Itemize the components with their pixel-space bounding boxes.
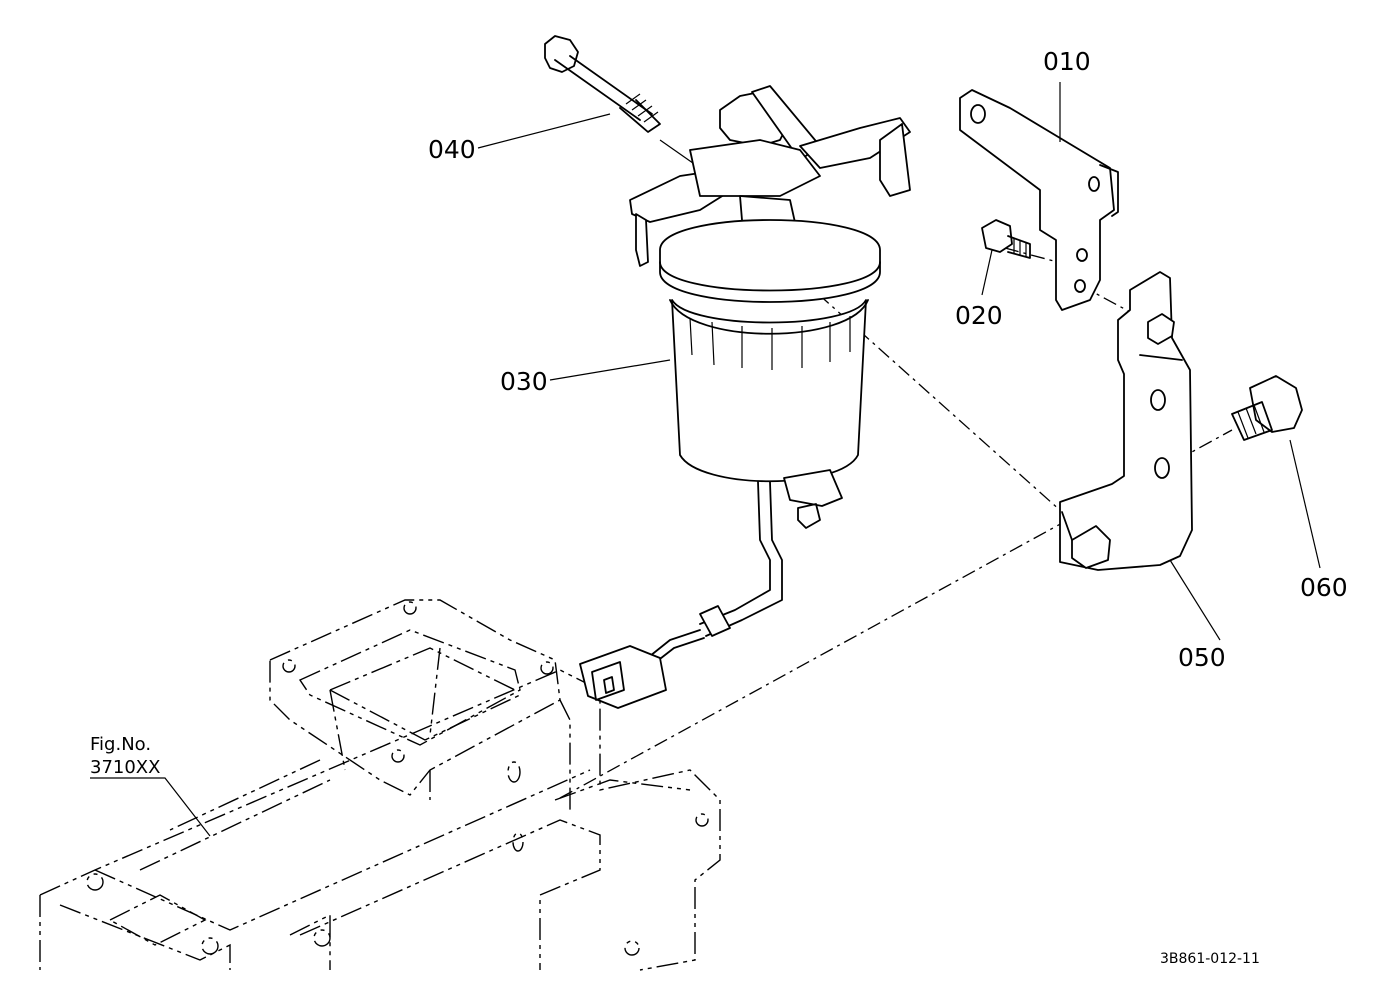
mounting-flange-phantom [269, 599, 571, 810]
label-010: 010 [1043, 47, 1091, 76]
label-060: 060 [1300, 573, 1348, 602]
fuel-filter-030 [579, 85, 911, 709]
label-030: 030 [500, 367, 548, 396]
label-050: 050 [1178, 643, 1226, 672]
figure-reference-leader [90, 777, 211, 837]
figure-reference-line2: 3710XX [90, 757, 160, 778]
engine-block-phantom [39, 669, 721, 971]
label-020: 020 [955, 301, 1003, 330]
flange-bolt-060 [1231, 375, 1303, 441]
small-bolt-020 [981, 219, 1031, 259]
bracket-050 [1059, 271, 1193, 571]
drawing-code: 3B861-012-11 [1160, 951, 1260, 967]
figure-reference-line1: Fig.No. [90, 734, 151, 755]
leader-lines [477, 82, 1321, 641]
label-040: 040 [428, 135, 476, 164]
bracket-010 [959, 89, 1119, 311]
long-bolt-040 [544, 35, 701, 169]
